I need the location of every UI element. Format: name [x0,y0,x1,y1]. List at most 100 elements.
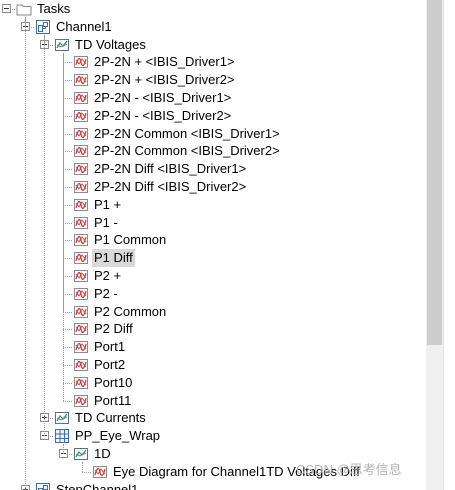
tree-item-label: P1 - [94,215,118,230]
tree-item-label: P2 Diff [94,321,133,336]
waveform-icon [73,357,89,373]
tree-item-label: 1D [94,446,111,461]
tree-item-2p-2n-ibis-driver1[interactable]: 2P-2N - <IBIS_Driver1> [0,89,420,107]
tree-connector-vertical [63,53,64,401]
tree-connector-horizontal [63,151,72,152]
channel-icon [35,482,51,490]
tree-connector-horizontal [63,276,72,277]
tree-item-p2-diff[interactable]: P2 Diff [0,320,420,338]
tree-connector-horizontal [63,401,72,402]
tree-connector-horizontal [63,223,72,224]
tree-item-label: 2P-2N + <IBIS_Driver2> [94,72,235,87]
tree-connector-horizontal [12,9,15,10]
tree-item-label: Port2 [94,357,126,372]
waveform-icon [73,375,89,391]
tree-connector-vertical [63,444,64,454]
collapse-toggle[interactable] [2,4,11,13]
waveform-icon [73,108,89,124]
tree-item-label: TD Voltages [75,37,146,52]
tree-item-p1[interactable]: P1 - [0,214,420,232]
tree-connector-horizontal [63,383,72,384]
tree-item-port10[interactable]: Port10 [0,374,420,392]
tree-item-2p-2n-ibis-driver2[interactable]: 2P-2N - <IBIS_Driver2> [0,107,420,125]
waveform-icon [73,339,89,355]
tree-connector-horizontal [63,294,72,295]
tree-item-2p-2n-ibis-driver1[interactable]: 2P-2N + <IBIS_Driver1> [0,53,420,71]
waveform-icon [73,90,89,106]
tree-item-p2-common[interactable]: P2 Common [0,303,420,321]
tree-item-label: 2P-2N Common <IBIS_Driver2> [94,143,280,158]
tree-connector-horizontal [63,312,72,313]
tree-connector-vertical [44,35,45,436]
tree-item-2p-2n-common-ibis-driver2[interactable]: 2P-2N Common <IBIS_Driver2> [0,142,420,160]
tree-item-p2[interactable]: P2 + [0,267,420,285]
tree-item-label: Port10 [94,375,133,390]
tree-item-pp-eye-wrap[interactable]: PP_Eye_Wrap [0,427,420,445]
tree-item-label: Channel1 [56,19,112,34]
waveform-icon [92,464,108,480]
tree-item-label: P2 Common [94,304,167,319]
tree-item-p1-common[interactable]: P1 Common [0,231,420,249]
tree-item-port1[interactable]: Port1 [0,338,420,356]
tree-item-label: P1 + [94,197,122,212]
tree-connector-horizontal [82,472,91,473]
tree-item-p2[interactable]: P2 - [0,285,420,303]
tree-item-p1[interactable]: P1 + [0,196,420,214]
tree-item-channel1[interactable]: Channel1 [0,18,420,36]
tree-connector-horizontal [50,45,53,46]
tree-connector-horizontal [63,116,72,117]
tree-item-port11[interactable]: Port11 [0,392,420,410]
tree-item-2p-2n-ibis-driver2[interactable]: 2P-2N + <IBIS_Driver2> [0,71,420,89]
waveform-icon [73,161,89,177]
waveform-icon [73,286,89,302]
tree-connector-horizontal [63,240,72,241]
tree-item-2p-2n-diff-ibis-driver2[interactable]: 2P-2N Diff <IBIS_Driver2> [0,178,420,196]
tree-item-2p-2n-diff-ibis-driver1[interactable]: 2P-2N Diff <IBIS_Driver1> [0,160,420,178]
waveform-group-icon [73,446,89,462]
tree-connector-horizontal [50,436,53,437]
tree-item-port2[interactable]: Port2 [0,356,420,374]
grid-icon [54,428,70,444]
tree-connector-horizontal [63,329,72,330]
waveform-icon [73,268,89,284]
waveform-icon [73,321,89,337]
tree-item-tasks[interactable]: Tasks [0,0,420,18]
waveform-icon [73,179,89,195]
tree-connector-horizontal [63,80,72,81]
waveform-group-icon [54,37,70,53]
channel-icon [35,19,51,35]
tree-item-label: P2 - [94,286,118,301]
scrollbar-thumb[interactable] [427,0,442,345]
tree-item-label: P1 Diff [92,249,135,267]
tree-item-label: P1 Common [94,232,167,247]
tree-item-td-currents[interactable]: TD Currents [0,409,420,427]
tree-item-p1-diff[interactable]: P1 Diff [0,249,420,267]
waveform-icon [73,54,89,70]
tree-item-2p-2n-common-ibis-driver1[interactable]: 2P-2N Common <IBIS_Driver1> [0,125,420,143]
tree-item-stepchannel1[interactable]: StepChannel1 [0,481,420,490]
tree-item-label: 2P-2N - <IBIS_Driver2> [94,108,232,123]
tree-item-label: PP_Eye_Wrap [75,428,161,443]
waveform-icon [73,304,89,320]
tree-connector-horizontal [63,187,72,188]
waveform-icon [73,250,89,266]
tree-connector-horizontal [63,98,72,99]
waveform-icon [73,393,89,409]
tree-item-eye-diagram-for-channel1td-voltages-diff[interactable]: Eye Diagram for Channel1TD Voltages Diff [0,463,420,481]
tree-connector-horizontal [63,365,72,366]
tree-item-label: Eye Diagram for Channel1TD Voltages Diff [113,464,360,479]
tree-connector-vertical [25,17,26,490]
waveform-icon [73,72,89,88]
tree-item-label: Port1 [94,339,126,354]
vertical-scrollbar[interactable] [426,0,443,490]
tree-item-label: TD Currents [75,410,146,425]
tree-item-label: P2 + [94,268,122,283]
tree-connector-horizontal [63,258,72,259]
tree-connector-vertical [82,462,83,472]
tree-item-label: Tasks [37,1,71,16]
tree-connector-horizontal [50,418,53,419]
tree-connector-horizontal [63,134,72,135]
tree-connector-horizontal [63,205,72,206]
tree-item-td-voltages[interactable]: TD Voltages [0,36,420,54]
